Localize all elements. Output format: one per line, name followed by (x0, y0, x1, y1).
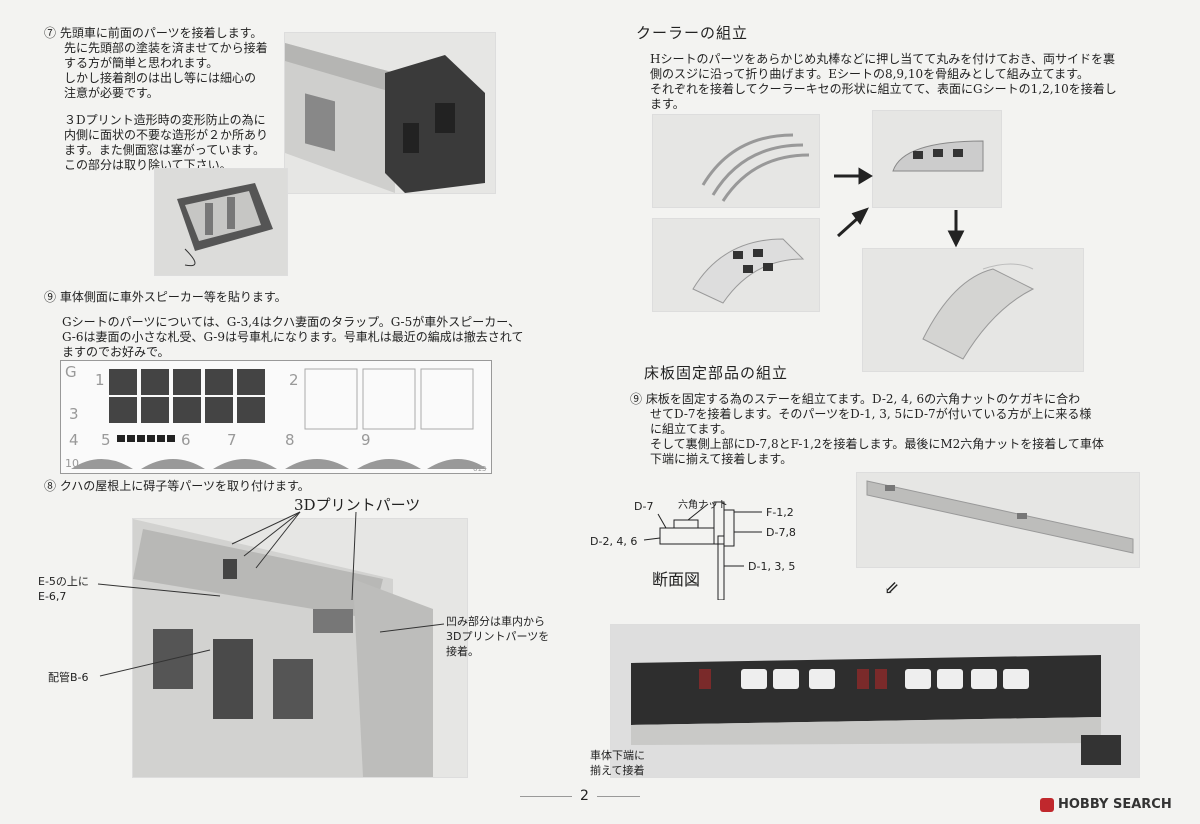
sheet-num-4: 4 (69, 431, 79, 449)
floor-text: ⑨ 床板を固定する為のステーを組立てます。D-2, 4, 6の六角ナットのケガキ… (630, 392, 1104, 466)
brand-logo: HOBBY SEARCH (1040, 797, 1172, 812)
step8-title: ⑧ クハの屋根上に碍子等パーツを取り付けます。 (44, 479, 310, 493)
diagram-d78: D-7,8 (766, 526, 796, 539)
sheet-num-8: 8 (285, 431, 295, 449)
sheet-letter: G (65, 363, 77, 381)
leader-lines (97, 511, 445, 677)
cross-section-diagram (588, 490, 828, 600)
diagram-d135: D-1, 3, 5 (748, 560, 796, 573)
car-body-photo (610, 624, 1140, 778)
label-pipe: 配管B-6 (48, 671, 89, 684)
cooler-frame-photo (652, 218, 820, 312)
sheet-num-3: 3 (69, 405, 79, 423)
cooler-text: Hシートのパーツをあらかじめ丸棒などに押し当てて丸みを付けておき、両サイドを裏 … (650, 52, 1117, 111)
brand-mark-icon (1040, 797, 1054, 812)
diagram-d246: D-2, 4, 6 (590, 535, 638, 548)
label-3d-parts: 3Dプリントパーツ (294, 496, 421, 514)
floor-title: 床板固定部品の組立 (644, 364, 789, 382)
label-recess: 凹み部分は車内から 3Dプリントパーツを 接着。 (446, 615, 550, 658)
cab-inside-photo (154, 168, 288, 276)
cooler-assembled-photo (872, 110, 1002, 208)
g-parts-sheet: G 1 2 3 4 5 6 7 8 9 10 613 (60, 360, 492, 474)
arrows (834, 167, 965, 248)
diagram-caption: 断面図 (652, 570, 701, 589)
brand-name: HOBBY SEARCH (1058, 797, 1172, 812)
step9a-text: Gシートのパーツについては、G-3,4はクハ妻面のタラップ。G-5が車外スピーカ… (62, 315, 524, 359)
step7-text: ⑦ 先頭車に前面のパーツを接着します。 先に先頭部の塗装を済ませてから接着 する… (44, 26, 269, 172)
sheet-num-5: 5 (101, 431, 111, 449)
rail-photo (856, 472, 1140, 568)
sheet-num-6: 6 (181, 431, 191, 449)
sheet-num-1: 1 (95, 371, 105, 389)
cooler-parts-photo (652, 114, 820, 208)
page-number: 2 (572, 788, 597, 804)
label-e-parts: E-5の上に E-6,7 (38, 575, 89, 603)
sheet-num-2: 2 (289, 371, 299, 389)
down-left-arrow-icon: ⇙ (884, 578, 900, 599)
roof-parts-photo (132, 518, 468, 778)
diagram-d7: D-7 (634, 500, 654, 513)
bottom-label: 車体下端に 揃えて接着 (590, 749, 645, 777)
diagram-nut: 六角ナット (678, 500, 728, 511)
sheet-num-7: 7 (227, 431, 237, 449)
diagram-f12: F-1,2 (766, 506, 794, 519)
step9a-title: ⑨ 車体側面に車外スピーカー等を貼ります。 (44, 290, 287, 304)
cooler-title: クーラーの組立 (636, 24, 749, 42)
cooler-finished-photo (862, 248, 1084, 372)
front-car-photo (284, 32, 496, 194)
sheet-num-9: 9 (361, 431, 371, 449)
